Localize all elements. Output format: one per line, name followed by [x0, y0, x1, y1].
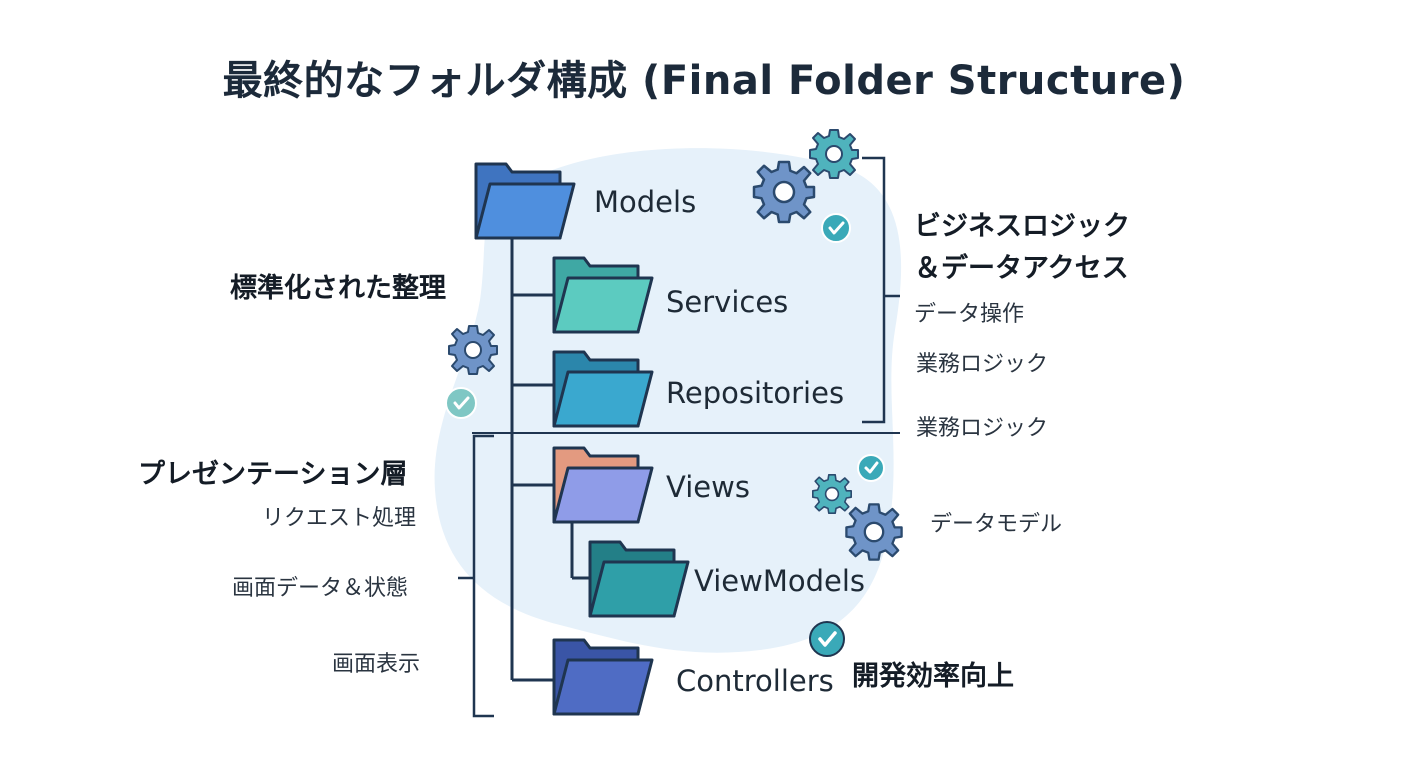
folder-label-controllers: Controllers: [676, 664, 834, 698]
gear-icon: [448, 325, 498, 375]
folder-icon-repositories: [552, 350, 654, 428]
presentation-bracket: [458, 434, 494, 718]
request-handling-label: リクエスト処理: [262, 506, 417, 531]
gear-icon: [811, 473, 853, 515]
gear-icon: [752, 160, 816, 224]
business-logic-label: 業務ロジック: [916, 416, 1049, 441]
background-blob: [434, 148, 902, 653]
business-logic-bracket: [862, 156, 900, 424]
screen-data-state-label: 画面データ＆状態: [232, 576, 409, 601]
screen-display-label: 画面表示: [332, 652, 421, 677]
folder-icon-controllers: [552, 638, 654, 716]
check-icon: [821, 213, 851, 243]
business-logic-heading-line1: ビジネスロジック: [914, 211, 1130, 242]
folder-label-models: Models: [594, 185, 697, 219]
gear-icon: [845, 503, 903, 561]
efficiency-improvement-label: 開発効率向上: [852, 661, 1014, 692]
standardized-organization-label: 標準化された整理: [230, 273, 446, 304]
check-icon: [809, 621, 845, 657]
folder-icon-views: [552, 446, 654, 524]
data-model-label: データモデル: [930, 512, 1063, 537]
business-logic-label: 業務ロジック: [916, 352, 1049, 377]
folder-label-viewmodels: ViewModels: [694, 564, 865, 598]
folder-label-repositories: Repositories: [666, 376, 845, 410]
folder-icon-services: [552, 256, 654, 334]
page-title: 最終的なフォルダ構成 (Final Folder Structure): [222, 58, 1186, 104]
folder-icon-viewmodels: [588, 540, 690, 618]
folder-label-services: Services: [666, 285, 789, 319]
presentation-layer-heading: プレゼンテーション層: [138, 459, 408, 490]
business-logic-heading-line2: ＆データアクセス: [914, 253, 1129, 284]
check-icon: [857, 454, 885, 482]
check-icon: [445, 387, 477, 419]
gear-icon: [809, 129, 859, 179]
folder-label-views: Views: [666, 470, 750, 504]
data-operation-label: データ操作: [914, 302, 1025, 327]
folder-icon-models: [474, 162, 576, 240]
